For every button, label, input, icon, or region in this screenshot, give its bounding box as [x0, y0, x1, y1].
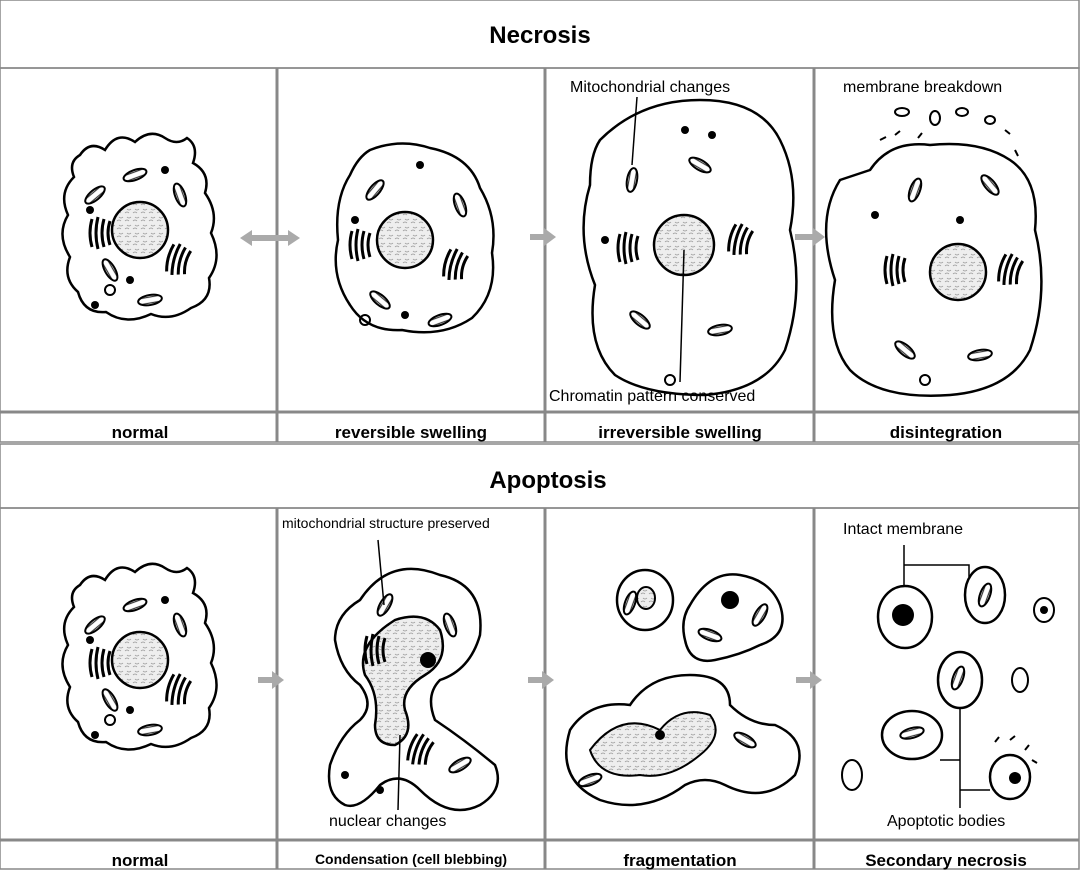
condensation-cell: [329, 569, 498, 810]
secondary-necrosis-cells: [842, 567, 1054, 799]
disintegration-cell: [826, 108, 1041, 396]
irreversible-swelling-cell: [584, 100, 797, 395]
necrosis-title: Necrosis: [489, 22, 590, 49]
apoptosis-caption-secondary-necrosis: Secondary necrosis: [865, 851, 1027, 870]
reversible-swelling-cell: [336, 143, 494, 332]
annotation-mitochondrial-changes: Mitochondrial changes: [570, 79, 730, 96]
fragmentation-cells: [566, 570, 799, 805]
annotation-nuclear-changes: nuclear changes: [329, 813, 446, 830]
apoptosis-title: Apoptosis: [489, 467, 606, 494]
apoptosis-normal-cell: [62, 564, 216, 750]
necrosis-caption-irreversible: irreversible swelling: [598, 423, 761, 442]
leader-line: [904, 545, 969, 585]
arrow-right-icon: [795, 228, 825, 246]
annotation-chromatin-pattern: Chromatin pattern conserved: [549, 388, 755, 405]
apoptosis-arrows: [258, 671, 822, 689]
arrow-right-icon: [528, 671, 554, 689]
leader-line: [940, 708, 990, 808]
apoptosis-caption-condensation: Condensation (cell blebbing): [315, 851, 507, 867]
annotation-membrane-breakdown: membrane breakdown: [843, 79, 1002, 96]
double-arrow-icon: [240, 230, 300, 246]
necrosis-caption-normal: normal: [112, 423, 169, 442]
annotation-mito-preserved: mitochondrial structure preserved: [282, 515, 490, 531]
necrosis-caption-disintegration: disintegration: [890, 423, 1002, 442]
arrow-right-icon: [530, 228, 556, 246]
necrosis-normal-cell: [62, 134, 216, 320]
apoptosis-caption-normal: normal: [112, 851, 169, 870]
annotation-intact-membrane: Intact membrane: [843, 521, 963, 538]
arrow-right-icon: [796, 671, 822, 689]
annotation-apoptotic-bodies: Apoptotic bodies: [887, 813, 1005, 830]
apoptosis-caption-fragmentation: fragmentation: [623, 851, 736, 870]
arrow-right-icon: [258, 671, 284, 689]
necrosis-caption-reversible: reversible swelling: [335, 423, 487, 442]
